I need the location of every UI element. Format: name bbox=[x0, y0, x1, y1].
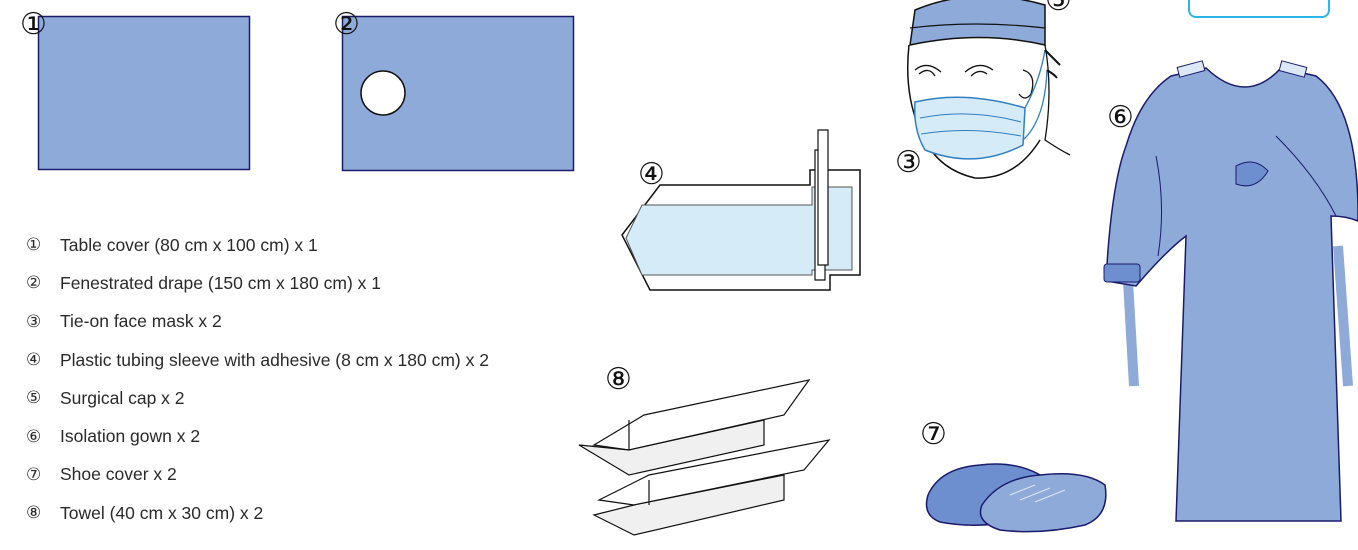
list-item-text: Shoe cover x 2 bbox=[60, 464, 177, 485]
marker-5: ⑤ bbox=[1045, 0, 1072, 18]
list-marker: ⑦ bbox=[26, 464, 42, 485]
marker-2: ② bbox=[333, 7, 360, 42]
marker-4: ④ bbox=[638, 157, 665, 192]
list-item-text: Fenestrated drape (150 cm x 180 cm) x 1 bbox=[60, 272, 381, 293]
list-item-text: Towel (40 cm x 30 cm) x 2 bbox=[60, 502, 264, 523]
face-mask-cap-illustration bbox=[906, 0, 1071, 179]
top-right-button[interactable] bbox=[1188, 0, 1330, 18]
tubing-sleeve-illustration bbox=[621, 129, 861, 291]
list-item: ① Table cover (80 cm x 100 cm) x 1 bbox=[26, 226, 489, 264]
isolation-gown-illustration bbox=[1103, 60, 1358, 522]
list-marker: ② bbox=[26, 273, 42, 294]
list-item: ⑦ Shoe cover x 2 bbox=[26, 456, 489, 494]
list-item: ⑥ Isolation gown x 2 bbox=[26, 417, 489, 455]
list-marker: ① bbox=[26, 235, 42, 256]
marker-8: ⑧ bbox=[605, 362, 632, 397]
marker-6: ⑥ bbox=[1107, 100, 1134, 135]
list-item-text: Table cover (80 cm x 100 cm) x 1 bbox=[60, 234, 318, 255]
list-item: ② Fenestrated drape (150 cm x 180 cm) x 1 bbox=[26, 264, 489, 302]
drape-hole bbox=[360, 70, 406, 116]
shoe-cover-illustration bbox=[925, 463, 1107, 533]
marker-7: ⑦ bbox=[920, 417, 947, 452]
list-item: ④ Plastic tubing sleeve with adhesive (8 … bbox=[26, 341, 489, 379]
table-cover-illustration bbox=[37, 15, 251, 171]
marker-1: ① bbox=[20, 7, 47, 42]
list-marker: ⑧ bbox=[26, 503, 42, 524]
component-list: ① Table cover (80 cm x 100 cm) x 1 ② Fenes… bbox=[26, 226, 489, 532]
marker-3: ③ bbox=[895, 145, 922, 180]
list-item-text: Isolation gown x 2 bbox=[60, 426, 201, 447]
list-marker: ③ bbox=[26, 311, 42, 332]
list-marker: ④ bbox=[26, 350, 42, 371]
list-item-text: Tie-on face mask x 2 bbox=[60, 311, 222, 332]
list-item-text: Surgical cap x 2 bbox=[60, 387, 185, 408]
list-item: ⑧ Towel (40 cm x 30 cm) x 2 bbox=[26, 494, 489, 532]
list-marker: ⑤ bbox=[26, 388, 42, 409]
list-item-text: Plastic tubing sleeve with adhesive (8 c… bbox=[60, 349, 489, 370]
towel-illustration bbox=[578, 379, 831, 536]
fenestrated-drape-illustration bbox=[341, 15, 575, 172]
list-item: ⑤ Surgical cap x 2 bbox=[26, 379, 489, 417]
list-item: ③ Tie-on face mask x 2 bbox=[26, 303, 489, 341]
list-marker: ⑥ bbox=[26, 426, 42, 447]
